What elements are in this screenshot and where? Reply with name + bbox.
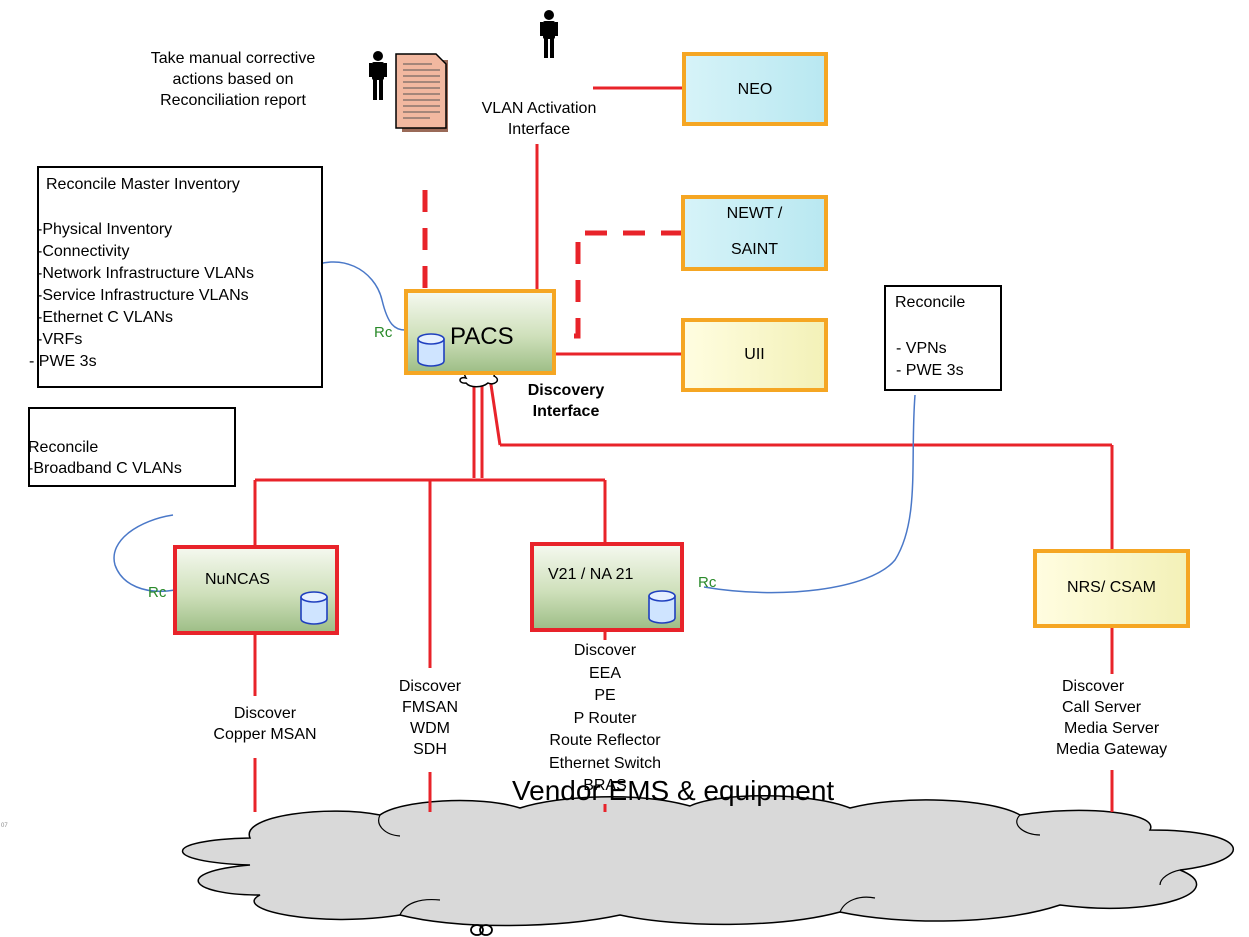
nuncas-label: NuNCAS — [205, 571, 270, 588]
discover-item: Media Server — [1064, 720, 1160, 737]
saint-label: SAINT — [730, 241, 779, 258]
discover-item: Discover — [398, 678, 462, 695]
discover-item: SDH — [413, 741, 447, 758]
vpn-note: Reconcile - VPNs - PWE 3s — [884, 285, 1002, 391]
uii-label: UII — [744, 346, 765, 363]
discover-item: PE — [594, 687, 616, 704]
discovery-interface-label: Discovery Interface — [508, 380, 624, 422]
master-inventory-item: -Ethernet C VLANs — [37, 309, 174, 326]
rc-label: Rc — [698, 574, 717, 591]
discover-item: WDM — [410, 720, 450, 737]
discover-item: P Router — [573, 709, 637, 727]
discover-nuncas-list: Discover Copper MSAN — [190, 703, 340, 745]
vlan-activation-interface-label: VLAN Activation Interface — [464, 98, 614, 140]
master-inventory-item: -Connectivity — [37, 243, 130, 260]
master-inventory-title: Reconcile Master Inventory — [46, 176, 240, 193]
discover-item: Discover — [1062, 678, 1125, 695]
rc-label: Rc — [374, 324, 393, 341]
manual-actions-note: Take manual corrective actions based on … — [118, 48, 348, 111]
master-inventory-item: -Network Infrastructure VLANs — [37, 265, 254, 282]
page-mark: 07 — [1, 823, 8, 829]
database-icon — [417, 333, 445, 367]
vpn-item: - PWE 3s — [896, 362, 964, 379]
broadband-title: Reconcile — [28, 439, 99, 456]
reconcile-connectors — [113, 261, 916, 594]
broadband-note: Reconcile -Broadband C VLANs — [28, 407, 236, 487]
report-document-icon — [395, 53, 448, 132]
vlan-interface-line: VLAN Activation — [481, 100, 597, 117]
master-inventory-item: -Service Infrastructure VLANs — [37, 287, 249, 304]
newt-saint-system-box[interactable]: NEWT / SAINT — [681, 195, 828, 271]
vendor-cloud-label: Vendor EMS & equipment — [512, 775, 835, 806]
vpn-item: - VPNs — [896, 340, 947, 357]
discover-item: Call Server — [1062, 699, 1142, 716]
discover-v21-list: Discover EEA PE P Router Route Reflector… — [530, 640, 680, 798]
discovery-interface-line: Interface — [532, 403, 600, 420]
discover-item: EEA — [588, 664, 621, 682]
vlan-interface-line: Interface — [507, 121, 571, 138]
discover-item: Discover — [233, 705, 297, 722]
manual-actions-line: actions based on — [172, 71, 294, 88]
v21-label: V21 / NA 21 — [548, 566, 634, 583]
broadband-item: -Broadband C VLANs — [28, 460, 182, 477]
v21-na21-system-box[interactable]: V21 / NA 21 — [530, 542, 684, 632]
nrs-csam-system-box[interactable]: NRS/ CSAM — [1033, 549, 1190, 628]
master-inventory-item: -VRFs — [37, 331, 83, 348]
person-icon — [369, 51, 387, 100]
database-icon — [648, 590, 676, 624]
discover-item: Copper MSAN — [213, 726, 317, 743]
discover-item: Route Reflector — [549, 732, 661, 749]
discover-item: Ethernet Switch — [548, 754, 662, 772]
vpn-title: Reconcile — [895, 294, 966, 311]
manual-actions-line: Reconciliation report — [160, 92, 306, 109]
master-inventory-item: -Physical Inventory — [37, 221, 173, 238]
rc-label: Rc — [148, 584, 167, 601]
nuncas-system-box[interactable]: NuNCAS — [173, 545, 339, 635]
discover-item: FMSAN — [402, 699, 458, 716]
discover-nrs-list: Discover Call Server Media Server Media … — [1050, 676, 1220, 760]
master-inventory-item: - PWE 3s — [29, 353, 97, 370]
vendor-cloud-icon — [182, 795, 1234, 936]
discover-item: Media Gateway — [1056, 741, 1168, 758]
master-inventory-note: Reconcile Master Inventory -Physical Inv… — [29, 166, 323, 388]
discover-item: BRAS — [583, 777, 627, 794]
link-lines — [253, 86, 1114, 812]
neo-system-box[interactable]: NEO — [682, 52, 828, 126]
person-icon — [540, 10, 558, 58]
discover-fmsan-list: Discover FMSAN WDM SDH — [380, 676, 480, 760]
neo-label: NEO — [737, 81, 773, 98]
uii-system-box[interactable]: UII — [681, 318, 828, 392]
manual-actions-line: Take manual corrective — [150, 50, 316, 67]
pacs-system-box[interactable]: PACS — [404, 289, 556, 375]
database-icon — [300, 591, 328, 625]
discover-item: Discover — [573, 642, 637, 659]
pacs-label: PACS — [450, 323, 514, 350]
nrs-label: NRS/ CSAM — [1067, 579, 1156, 596]
dashed-links — [422, 190, 683, 339]
newt-label: NEWT / — [726, 205, 783, 222]
discovery-interface-line: Discovery — [527, 382, 605, 399]
